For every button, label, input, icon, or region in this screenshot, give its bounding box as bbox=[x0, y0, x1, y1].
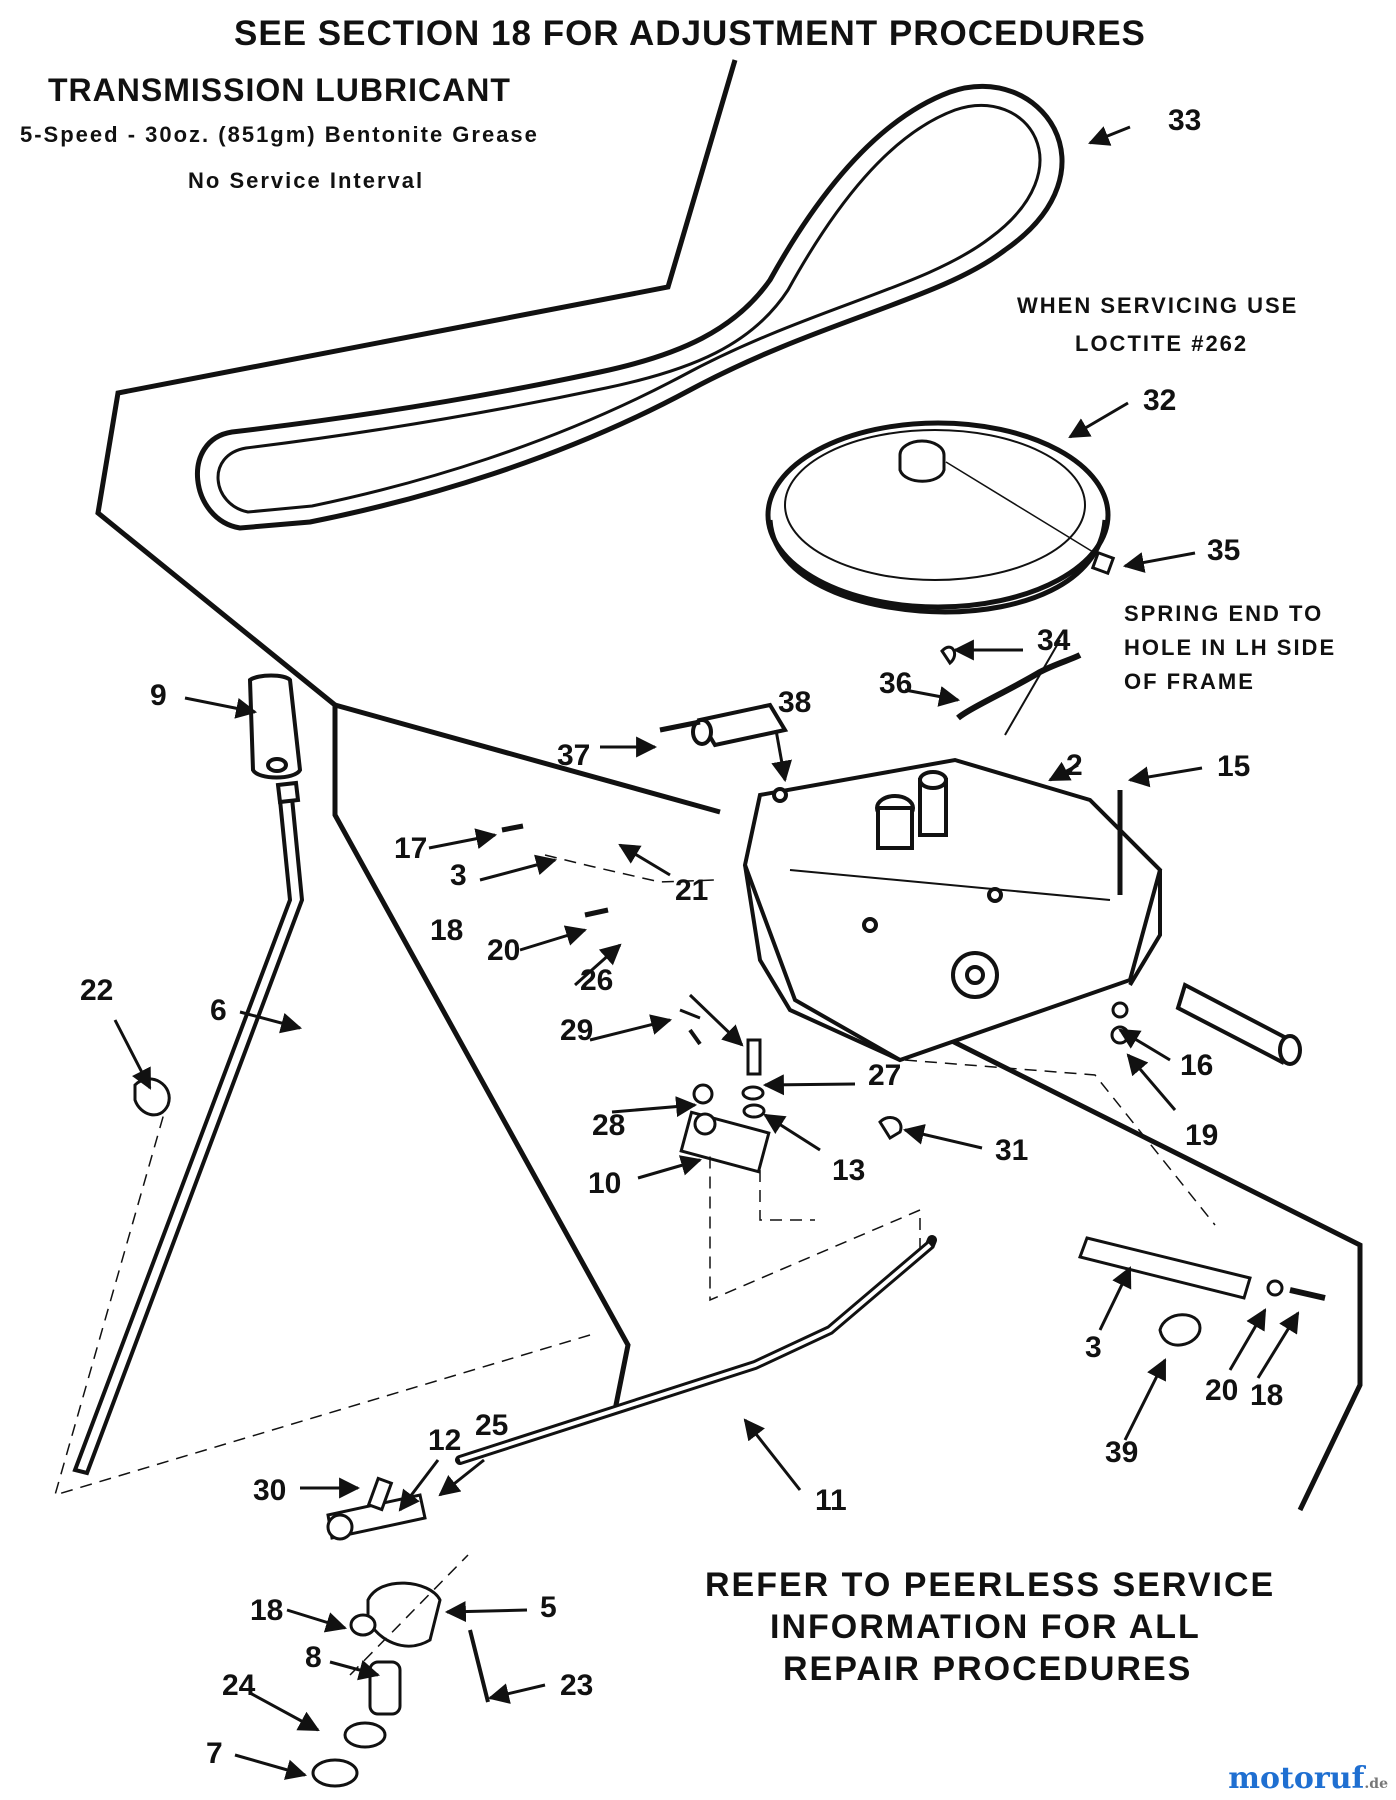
callout-29: 29 bbox=[560, 1014, 593, 1047]
spring-note-line3: OF FRAME bbox=[1124, 669, 1255, 694]
callout-31: 31 bbox=[995, 1134, 1028, 1167]
callout-20: 20 bbox=[1205, 1374, 1238, 1407]
callout-24: 24 bbox=[222, 1669, 256, 1702]
loctite-note-line2: LOCTITE #262 bbox=[1075, 331, 1249, 356]
callout-18: 18 bbox=[430, 914, 463, 947]
callout-12: 12 bbox=[428, 1424, 461, 1457]
callout-20: 20 bbox=[487, 934, 520, 967]
watermark-brand: motoruf bbox=[1228, 1761, 1365, 1796]
peerless-note-line3: REPAIR PROCEDURES bbox=[783, 1650, 1193, 1688]
callout-35: 35 bbox=[1207, 534, 1240, 567]
callout-30: 30 bbox=[253, 1474, 286, 1507]
shift-knob-cap bbox=[133, 1077, 171, 1117]
loctite-note-line1: WHEN SERVICING USE bbox=[1017, 293, 1299, 318]
spring-note-line1: SPRING END TO bbox=[1124, 601, 1324, 626]
shift-rod bbox=[455, 1235, 937, 1465]
pulley-setscrew-line bbox=[945, 461, 1099, 556]
lubricant-interval: No Service Interval bbox=[188, 168, 425, 193]
callout-9: 9 bbox=[150, 679, 167, 712]
drive-belt bbox=[195, 83, 1065, 531]
callout-32: 32 bbox=[1143, 384, 1176, 417]
callout-leaders bbox=[113, 125, 1300, 1780]
drive-pulley bbox=[765, 420, 1111, 615]
callout-2: 2 bbox=[1066, 749, 1083, 782]
callout-34: 34 bbox=[1037, 624, 1071, 657]
shift-lever bbox=[72, 673, 305, 1476]
lubricant-spec: 5-Speed - 30oz. (851gm) Bentonite Grease bbox=[20, 122, 539, 147]
callout-33: 33 bbox=[1168, 104, 1201, 137]
frame-outline bbox=[95, 59, 738, 1411]
watermark-tld: .de bbox=[1364, 1776, 1388, 1792]
callout-6: 6 bbox=[210, 994, 227, 1027]
peerless-note-line1: REFER TO PEERLESS SERVICE bbox=[705, 1566, 1276, 1604]
callout-7: 7 bbox=[206, 1737, 223, 1770]
callout-10: 10 bbox=[588, 1167, 621, 1200]
callout-16: 16 bbox=[1180, 1049, 1213, 1082]
callout-27: 27 bbox=[868, 1059, 901, 1092]
callout-19: 19 bbox=[1185, 1119, 1218, 1152]
transaxle-housing bbox=[691, 702, 1302, 1066]
spring-note-line2: HOLE IN LH SIDE bbox=[1124, 635, 1337, 660]
callout-21: 21 bbox=[675, 874, 708, 907]
callout-15: 15 bbox=[1217, 750, 1250, 783]
callout-8: 8 bbox=[305, 1641, 322, 1674]
watermark-logo: motoruf.de bbox=[1228, 1761, 1388, 1796]
callout-22: 22 bbox=[80, 974, 113, 1007]
callout-23: 23 bbox=[560, 1669, 593, 1702]
callout-38: 38 bbox=[778, 686, 811, 719]
callout-37: 37 bbox=[557, 739, 590, 772]
callout-18: 18 bbox=[250, 1594, 283, 1627]
callout-5: 5 bbox=[540, 1591, 557, 1624]
callout-39: 39 bbox=[1105, 1436, 1138, 1469]
callout-18: 18 bbox=[1250, 1379, 1283, 1412]
callout-11: 11 bbox=[815, 1484, 847, 1517]
callout-13: 13 bbox=[832, 1154, 865, 1187]
callout-3: 3 bbox=[1085, 1331, 1102, 1364]
shift-knob bbox=[247, 673, 303, 780]
callout-36: 36 bbox=[879, 667, 912, 700]
callout-17: 17 bbox=[394, 832, 427, 865]
callout-3: 3 bbox=[450, 859, 467, 892]
callout-28: 28 bbox=[592, 1109, 625, 1142]
lubricant-title: TRANSMISSION LUBRICANT bbox=[48, 72, 511, 108]
callout-26: 26 bbox=[580, 964, 613, 997]
adjustment-note: SEE SECTION 18 FOR ADJUSTMENT PROCEDURES bbox=[234, 14, 1146, 53]
setscrew bbox=[1090, 550, 1116, 576]
peerless-note-line2: INFORMATION FOR ALL bbox=[770, 1608, 1201, 1646]
dashed-reference-lines bbox=[53, 854, 1216, 1676]
callout-25: 25 bbox=[475, 1409, 508, 1442]
shift-linkage bbox=[311, 639, 1326, 1788]
